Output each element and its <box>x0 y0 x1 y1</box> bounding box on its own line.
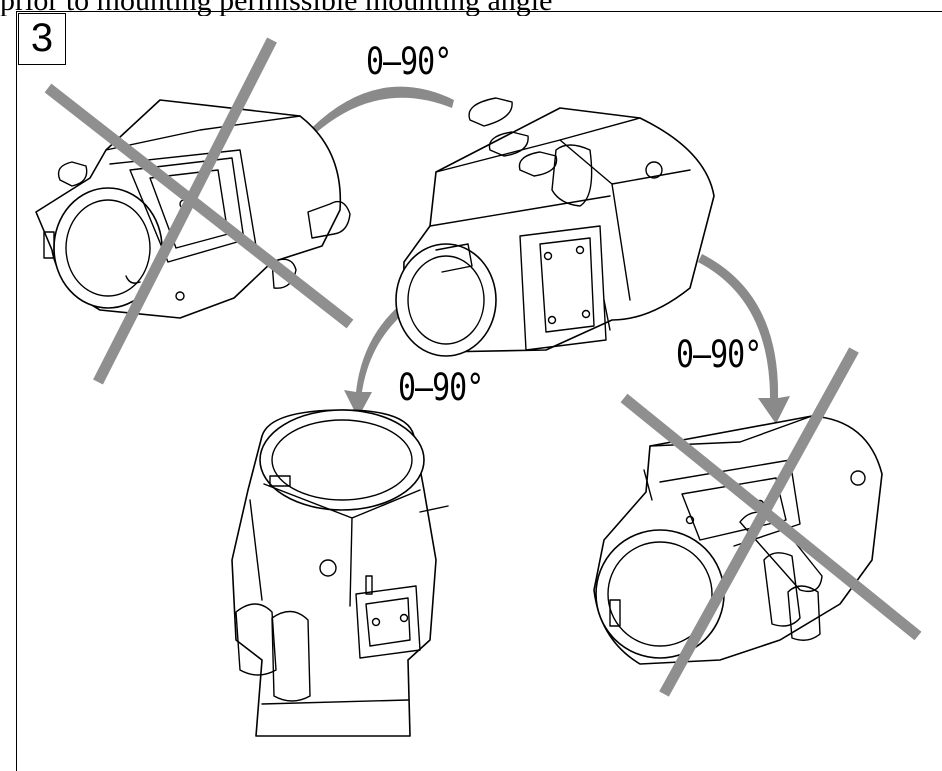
heater-correct-orientation <box>395 97 715 357</box>
rotation-arrow-left <box>344 284 434 418</box>
not-permitted-cross-top-left <box>44 37 354 385</box>
figure-frame <box>16 11 942 771</box>
rotation-label-top: 0–90° <box>366 40 452 84</box>
figure-number-box: 3 <box>18 13 66 65</box>
rotation-label-right: 0–90° <box>676 333 762 377</box>
rotation-arrow-right <box>698 254 790 424</box>
not-permitted-cross-bottom-right <box>620 347 922 697</box>
heater-wrong-orientation-bottom-right <box>593 415 883 665</box>
heater-correct-orientation-upright <box>231 409 449 737</box>
rotation-label-left: 0–90° <box>398 366 484 410</box>
